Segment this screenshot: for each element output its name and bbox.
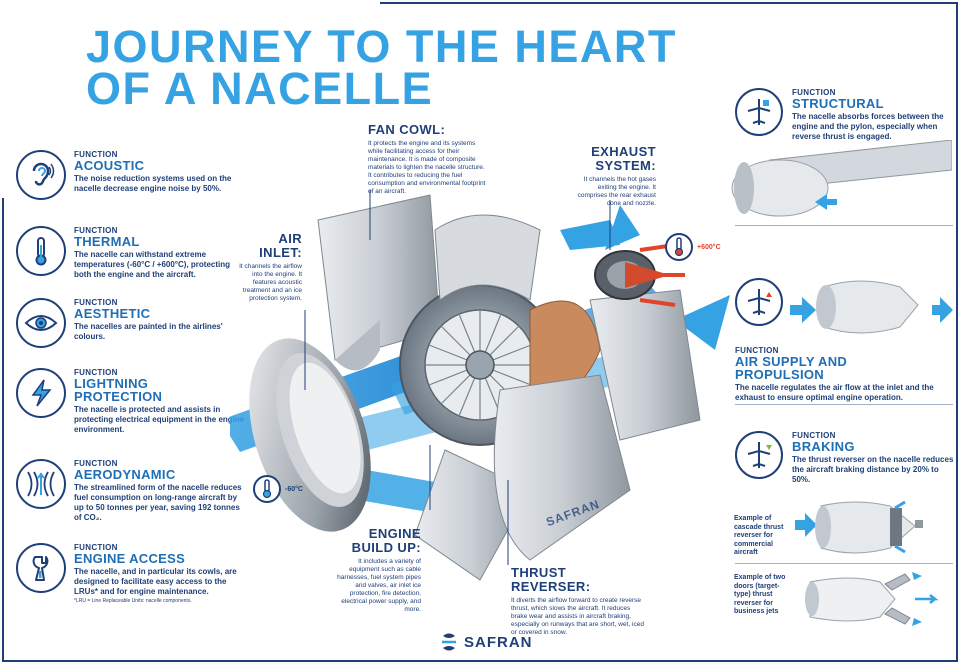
- frame-right: [956, 2, 958, 662]
- thermometer-icon: [16, 226, 66, 276]
- example-doors-label: Example of two doors (target-type) thrus…: [734, 574, 786, 615]
- callout-engine-buildup: ENGINE BUILD UP: It includes a variety o…: [337, 527, 421, 614]
- ear-icon: [16, 150, 66, 200]
- callout-title: AIR: [278, 231, 302, 246]
- temp-cold-badge: -60°C: [253, 475, 303, 503]
- thrust-reverser-lower: [493, 374, 631, 561]
- safran-logo: SAFRAN: [440, 632, 533, 652]
- callout-desc: It protects the engine and its systems w…: [368, 140, 486, 195]
- feature-air-supply: [735, 278, 953, 326]
- feature-structural: FUNCTION STRUCTURAL The nacelle absorbs …: [735, 88, 953, 218]
- eye-icon: [16, 298, 66, 348]
- divider: [735, 225, 953, 226]
- plane-braking-icon: [735, 431, 783, 479]
- feature-label: FUNCTION: [74, 368, 118, 377]
- callout-title: EXHAUST: [591, 144, 656, 159]
- feature-name: STRUCTURAL: [792, 96, 884, 111]
- temp-hot-value: +600°C: [697, 243, 721, 251]
- feature-desc: The nacelles are painted in the airlines…: [74, 322, 223, 341]
- airflow-arrow-top: [560, 220, 620, 250]
- callout-title-2: BUILD UP:: [351, 540, 421, 555]
- callout-desc: It channels the hot gases exiting the en…: [577, 176, 656, 207]
- thrust-reverser-upper: [589, 289, 701, 441]
- feature-label: FUNCTION: [735, 346, 779, 355]
- title-line-1: JOURNEY TO THE HEART: [86, 21, 677, 72]
- thermometer-hot-icon: [665, 233, 693, 261]
- feature-name: ENGINE ACCESS: [74, 551, 186, 566]
- frame-bottom: [2, 660, 958, 662]
- feature-label: FUNCTION: [74, 150, 118, 159]
- callout-desc: It channels the airflow into the engine.…: [239, 263, 302, 302]
- safran-logo-text: SAFRAN: [464, 633, 533, 651]
- airflow-icon: [16, 459, 66, 509]
- feature-air-supply-text: FUNCTION AIR SUPPLY AND PROPULSION The n…: [735, 346, 953, 402]
- callout-desc: It includes a variety of equipment such …: [337, 558, 421, 613]
- feature-name: AERODYNAMIC: [74, 467, 176, 482]
- doors-reverser-illustration: [805, 572, 939, 626]
- callout-title-2: INLET:: [259, 245, 302, 260]
- feature-desc: The thrust reverser on the nacelle reduc…: [792, 455, 954, 484]
- callout-air-inlet: AIR INLET: It channels the airflow into …: [236, 232, 302, 303]
- temp-hot-badge: +600°C: [665, 233, 721, 261]
- feature-label: FUNCTION: [792, 431, 836, 440]
- feature-name: THERMAL: [74, 234, 140, 249]
- feature-desc: The nacelle can withstand extreme temper…: [74, 250, 230, 279]
- feature-desc: The nacelle, and in particular its cowls…: [74, 567, 237, 596]
- divider: [735, 404, 953, 405]
- feature-name: LIGHTNING PROTECTION: [74, 376, 163, 404]
- feature-desc: The nacelle regulates the air flow at th…: [735, 383, 934, 402]
- frame-top: [380, 2, 958, 4]
- page-title: JOURNEY TO THE HEART OF A NACELLE: [86, 21, 677, 114]
- feature-name: BRAKING: [792, 439, 855, 454]
- callout-title: ENGINE: [368, 526, 421, 541]
- feature-desc: The noise reduction systems used on the …: [74, 174, 232, 193]
- feature-name: AESTHETIC: [74, 306, 151, 321]
- airflow-arrow-head: [675, 295, 730, 350]
- plane-air-icon: [735, 278, 783, 326]
- nacelle-illustration: [230, 190, 730, 581]
- exhaust-cone: [625, 262, 670, 288]
- feature-label: FUNCTION: [74, 298, 118, 307]
- example-cascade-label: Example of cascade thrust reverser for c…: [734, 515, 784, 556]
- feature-name: AIR SUPPLY AND PROPULSION: [735, 354, 848, 382]
- callout-title-2: SYSTEM:: [595, 158, 656, 173]
- feature-desc: The nacelle absorbs forces between the e…: [792, 112, 944, 141]
- callout-title: FAN COWL:: [368, 122, 446, 137]
- feature-desc: The streamlined form of the nacelle redu…: [74, 483, 242, 522]
- title-line-2: OF A NACELLE: [86, 63, 434, 114]
- wrench-icon: [16, 543, 66, 593]
- frame-left: [2, 198, 4, 660]
- callout-fan-cowl: FAN COWL: It protects the engine and its…: [368, 123, 490, 196]
- feature-note: *LRU = Line Replaceable Units: nacelle c…: [74, 598, 192, 604]
- feature-desc: The nacelle is protected and assists in …: [74, 405, 245, 434]
- feature-name: ACOUSTIC: [74, 158, 145, 173]
- safran-logo-icon: [442, 633, 456, 651]
- feature-label: FUNCTION: [792, 88, 836, 97]
- callout-thrust-reverser: THRUST REVERSER: It diverts the airflow …: [511, 566, 647, 637]
- callout-desc: It diverts the airflow forward to create…: [511, 597, 644, 636]
- feature-label: FUNCTION: [74, 543, 118, 552]
- divider: [735, 563, 953, 564]
- callout-title: THRUST REVERSER:: [511, 565, 591, 594]
- lightning-icon: [16, 368, 66, 418]
- cascade-reverser-illustration: [795, 500, 923, 554]
- temp-cold-value: -60°C: [285, 485, 303, 493]
- feature-label: FUNCTION: [74, 459, 118, 468]
- feature-braking: FUNCTION BRAKING The thrust reverser on …: [735, 431, 953, 491]
- wing-engine-illustration: [731, 140, 952, 217]
- callout-exhaust: EXHAUST SYSTEM: It channels the hot gase…: [568, 145, 656, 208]
- thermometer-cold-icon: [253, 475, 281, 503]
- feature-label: FUNCTION: [74, 226, 118, 235]
- plane-structural-icon: [735, 88, 783, 136]
- engine-airflow-illustration: [790, 280, 953, 334]
